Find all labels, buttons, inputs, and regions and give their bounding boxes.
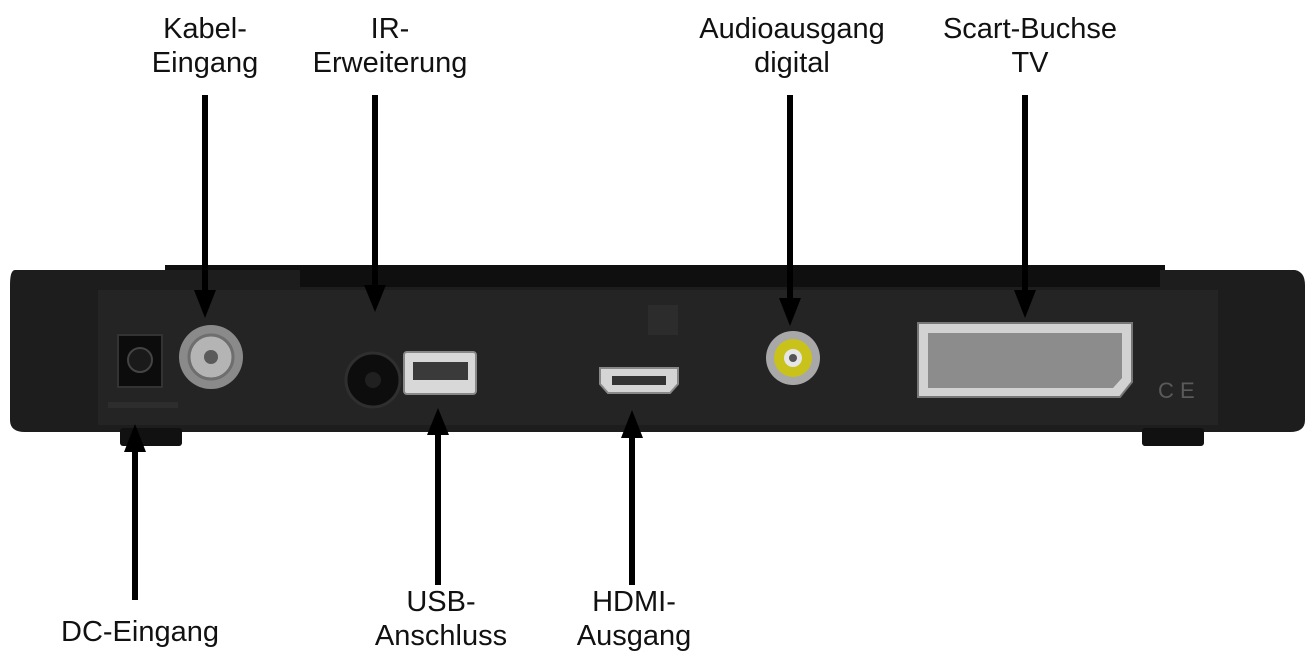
label-audio-line1: Audioausgang [699,13,885,45]
label-audioausgang: Audioausgang digital [699,12,884,80]
label-scart-line1: Scart-Buchse [942,13,1118,45]
label-ir-erweiterung: IR- Erweiterung [313,12,468,80]
arrows [124,95,1036,600]
device-foot-right [1142,428,1204,446]
label-hdmi-ausgang: HDMI- Ausgang [577,585,692,653]
label-scart-line2: TV [1011,47,1049,79]
label-kabel-eingang: Kabel- Eingang [152,12,258,80]
label-usb-line1: USB- [406,586,476,618]
label-usb-anschluss: USB- Anschluss [375,585,507,653]
label-dc-line1: DC-Eingang [61,616,219,648]
ce-mark: C E [1158,378,1195,403]
label-usb-line2: Anschluss [374,620,508,652]
label-ir-line1: IR- [370,13,410,45]
label-ir-line2: Erweiterung [312,47,468,79]
label-audio-line2: digital [754,47,830,79]
label-dc-eingang: DC-Eingang [61,615,219,649]
label-kabel-line1: Kabel- [163,13,247,45]
label-scart-buchse: Scart-Buchse TV [943,12,1117,80]
device-top-lid [165,265,1165,287]
label-hdmi-line2: Ausgang [576,620,692,652]
label-kabel-line2: Eingang [151,47,259,79]
label-hdmi-line1: HDMI- [592,586,676,618]
